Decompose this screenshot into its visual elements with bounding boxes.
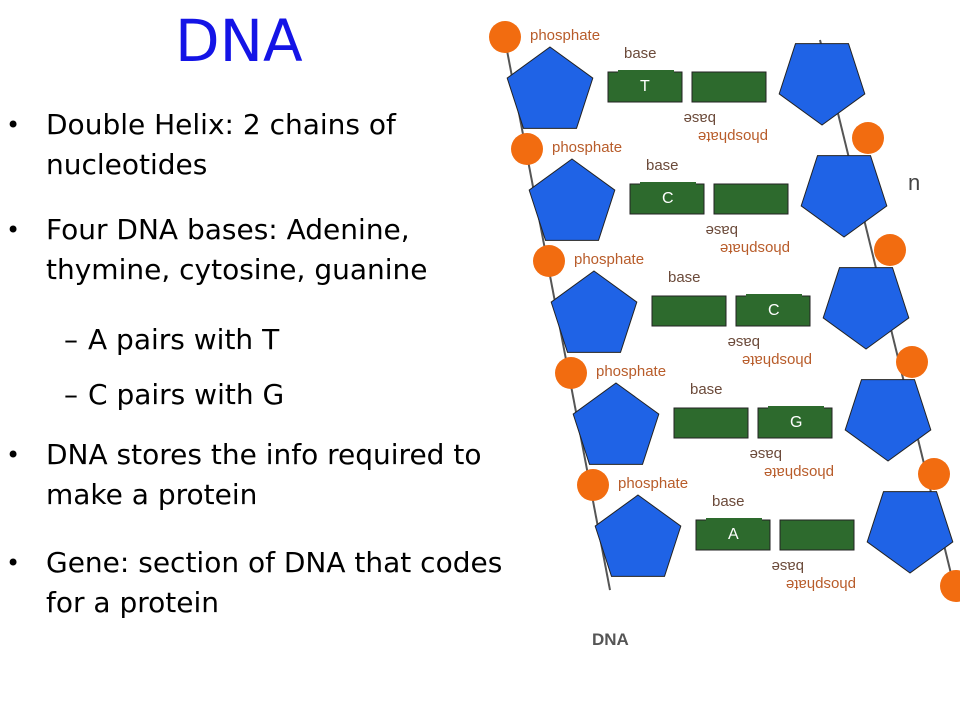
base-letter: T [640, 78, 650, 95]
phosphate-label: phosphate [530, 27, 600, 44]
sugar-pentagon-left [572, 382, 660, 465]
sugar-pentagon-left [528, 158, 616, 241]
base-label: base [646, 157, 679, 174]
base-box-right [691, 71, 767, 103]
bullet-text: Four DNA bases: Adenine, thymine, cytosi… [46, 213, 428, 286]
sugar-pentagon-right [800, 155, 888, 238]
bullet-dot: • [6, 441, 21, 469]
base-letter-box [618, 70, 674, 96]
diagram-caption: DNA [592, 630, 629, 649]
base-letter: A [728, 526, 739, 543]
phosphate-label: phosphate [618, 475, 688, 492]
sugar-pentagon-right [844, 379, 932, 462]
bullet-gene: • Gene: section of DNA that codes for a … [6, 543, 516, 623]
base-letter: C [662, 190, 674, 207]
sugar-pentagon-right [778, 43, 866, 126]
bullet-dot: • [6, 549, 21, 577]
bullet-dot: • [6, 111, 21, 139]
base-box-left [673, 407, 749, 439]
base-letter-box [640, 182, 696, 208]
base-letter-box [768, 406, 824, 432]
sub-bullet-text: A pairs with T [88, 323, 280, 356]
sugar-pentagon-right [866, 491, 954, 574]
bullet-text: Gene: section of DNA that codes for a pr… [46, 546, 503, 619]
phosphate-label: phosphate [574, 251, 644, 268]
phosphate-circle-right [874, 234, 906, 266]
bullet-double-helix: • Double Helix: 2 chains of nucleotides [6, 105, 516, 185]
phosphate-label-flipped: phosphate [720, 240, 790, 257]
base-label: base [668, 269, 701, 286]
phosphate-label-flipped: phosphate [742, 352, 812, 369]
bullet-four-bases: • Four DNA bases: Adenine, thymine, cyto… [6, 210, 516, 290]
phosphate-circle [555, 357, 587, 389]
sugar-pentagon-left [506, 46, 594, 129]
phosphate-circle-right [918, 458, 950, 490]
base-letter: G [790, 414, 802, 431]
phosphate-circle [577, 469, 609, 501]
base-label: base [712, 493, 745, 510]
base-label: base [690, 381, 723, 398]
bullet-text: Double Helix: 2 chains of nucleotides [46, 108, 396, 181]
base-label-flipped: base [683, 110, 716, 127]
base-letter: C [768, 302, 780, 319]
phosphate-circle-right [852, 122, 884, 154]
bullet-text: DNA stores the info required to make a p… [46, 438, 482, 511]
sub-bullet-c-g: – C pairs with G [64, 375, 285, 415]
sugar-pentagon-left [550, 270, 638, 353]
stray-letter: n [908, 170, 920, 195]
sub-bullet-text: C pairs with G [88, 378, 285, 411]
sub-bullet-a-t: – A pairs with T [64, 320, 280, 360]
phosphate-label-flipped: phosphate [786, 576, 856, 593]
base-box-left [651, 295, 727, 327]
sub-bullet-dash: – [64, 323, 78, 356]
phosphate-circle [511, 133, 543, 165]
base-box-right [779, 519, 855, 551]
phosphate-label: phosphate [596, 363, 666, 380]
base-letter-box [706, 518, 762, 544]
base-box-right [713, 183, 789, 215]
slide-title: DNA [175, 7, 303, 75]
bullet-dot: • [6, 216, 21, 244]
bullet-stores-info: • DNA stores the info required to make a… [6, 435, 516, 515]
phosphate-circle [489, 21, 521, 53]
base-label-flipped: base [727, 334, 760, 351]
base-label-flipped: base [705, 222, 738, 239]
base-letter-box [746, 294, 802, 320]
sugar-pentagon-left [594, 494, 682, 577]
dna-diagram: n phosphatebaseTbasephosphatephosphateba… [489, 21, 960, 649]
base-label-flipped: base [771, 558, 804, 575]
phosphate-circle [533, 245, 565, 277]
phosphate-label-flipped: phosphate [764, 464, 834, 481]
phosphate-label-flipped: phosphate [698, 128, 768, 145]
phosphate-circle-right [896, 346, 928, 378]
base-label: base [624, 45, 657, 62]
sub-bullet-dash: – [64, 378, 78, 411]
phosphate-label: phosphate [552, 139, 622, 156]
sugar-pentagon-right [822, 267, 910, 350]
base-label-flipped: base [749, 446, 782, 463]
phosphate-circle-right [940, 570, 960, 602]
